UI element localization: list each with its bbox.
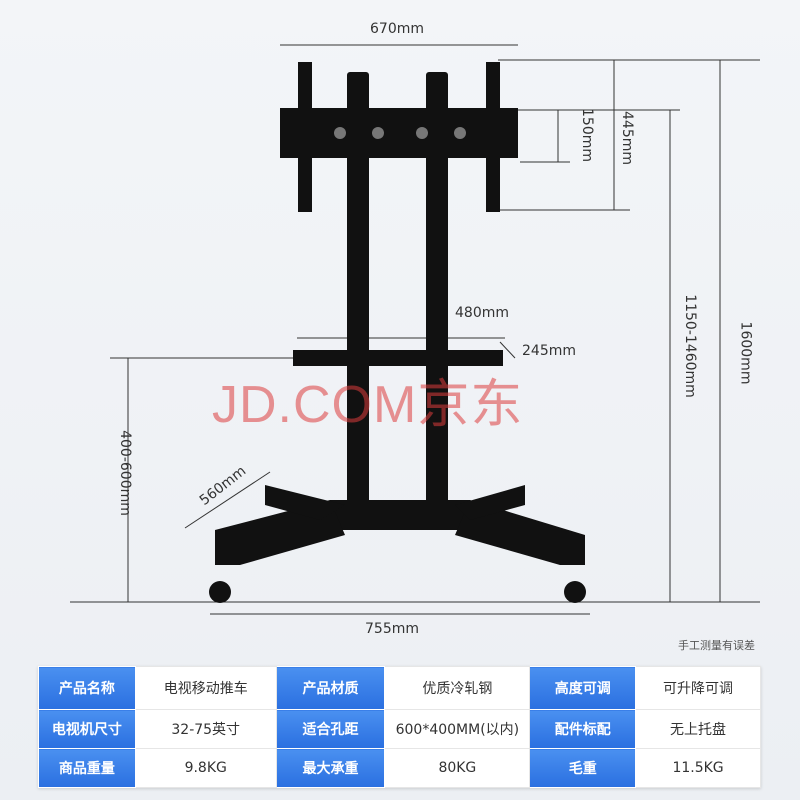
spec-label: 商品重量 bbox=[38, 748, 136, 788]
measurement-note: 手工测量有误差 bbox=[678, 639, 755, 652]
spec-value: 优质冷轧钢 bbox=[384, 666, 531, 710]
spec-value: 600*400MM(以内) bbox=[384, 709, 531, 749]
spec-label: 电视机尺寸 bbox=[38, 709, 136, 749]
dimension-lines bbox=[70, 44, 760, 615]
table-row: 电视机尺寸 32-75英寸 适合孔距 600*400MM(以内) 配件标配 无上… bbox=[38, 709, 761, 749]
mount-height-range-label: 1150-1460mm bbox=[681, 294, 698, 398]
spec-table: 产品名称 电视移动推车 产品材质 优质冷轧钢 高度可调 可升降可调 电视机尺寸 … bbox=[38, 666, 761, 788]
spec-value: 可升降可调 bbox=[635, 666, 761, 710]
spec-value: 80KG bbox=[384, 748, 531, 788]
tray-depth-label: 245mm bbox=[522, 343, 576, 359]
spec-value: 32-75英寸 bbox=[134, 709, 277, 749]
spec-label: 配件标配 bbox=[529, 709, 637, 749]
spec-value: 9.8KG bbox=[134, 748, 277, 788]
table-row: 产品名称 电视移动推车 产品材质 优质冷轧钢 高度可调 可升降可调 bbox=[38, 666, 761, 710]
tray-width-label: 480mm bbox=[455, 305, 509, 321]
spec-label: 产品名称 bbox=[38, 666, 136, 710]
total-height-label: 1600mm bbox=[737, 321, 754, 385]
mount-holes bbox=[334, 127, 466, 139]
spec-value: 无上托盘 bbox=[635, 709, 761, 749]
vesa-vertical-label: 150mm bbox=[579, 108, 595, 162]
spec-value: 11.5KG bbox=[635, 748, 761, 788]
spec-label: 高度可调 bbox=[529, 666, 637, 710]
spec-label: 产品材质 bbox=[275, 666, 386, 710]
mount-height-label: 445mm bbox=[619, 111, 635, 165]
spec-label: 适合孔距 bbox=[275, 709, 386, 749]
base-width-label: 755mm bbox=[365, 621, 419, 637]
stand-body bbox=[209, 62, 586, 603]
mount-width-label: 670mm bbox=[370, 21, 424, 37]
table-row: 商品重量 9.8KG 最大承重 80KG 毛重 11.5KG bbox=[38, 748, 761, 788]
spec-value: 电视移动推车 bbox=[134, 666, 277, 710]
spec-label: 最大承重 bbox=[275, 748, 386, 788]
spec-label: 毛重 bbox=[529, 748, 637, 788]
watermark: JD.COM京东 bbox=[212, 376, 524, 434]
tray-height-range-label: 400-600mm bbox=[116, 430, 133, 516]
